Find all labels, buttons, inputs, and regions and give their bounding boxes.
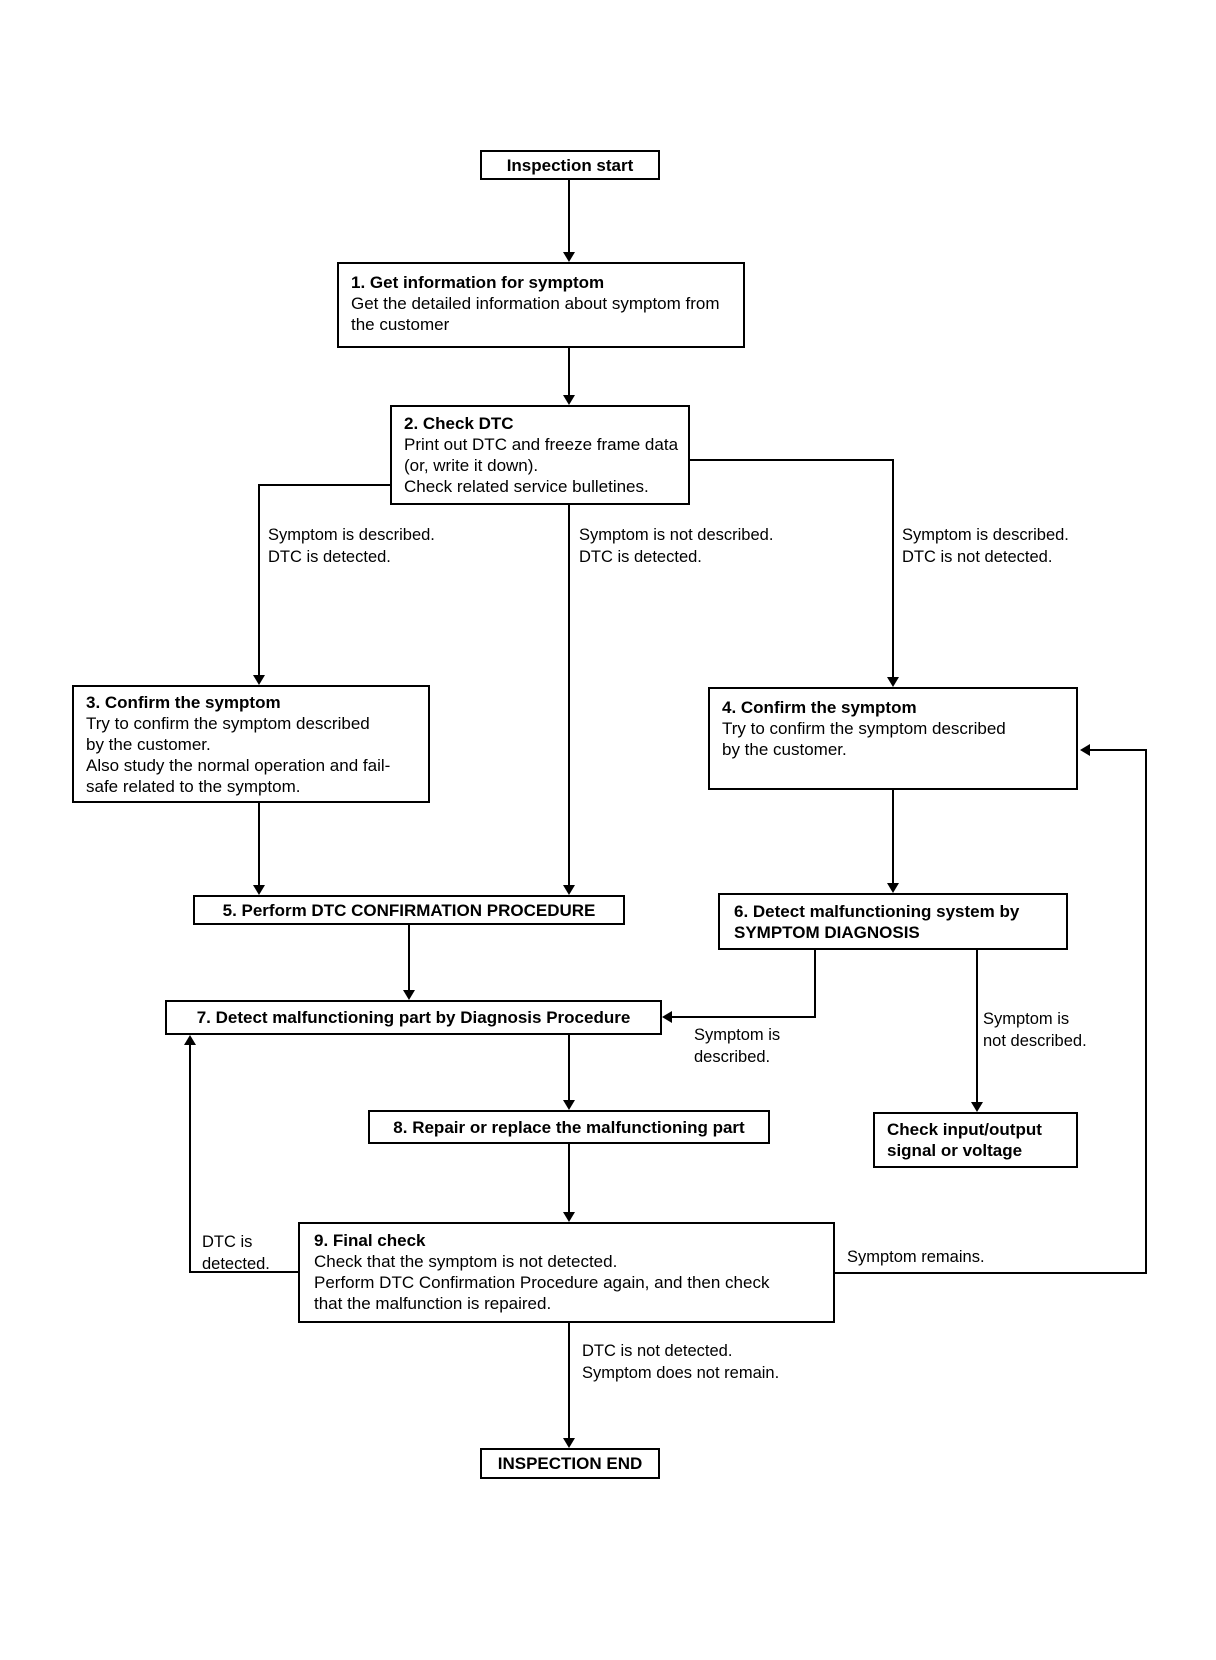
step1-title: 1. Get information for symptom [351, 273, 605, 292]
connector-step2-to-step5 [568, 505, 570, 887]
label-symptom-not-described-dtc-detected: Symptom is not described. DTC is detecte… [579, 526, 774, 566]
label-symptom-is-described: Symptom is described. [694, 1026, 781, 1066]
step4-title: 4. Confirm the symptom [722, 698, 917, 717]
node-step4-confirm-symptom: 4. Confirm the symptom Try to confirm th… [708, 687, 1078, 790]
node-step7-detect-part: 7. Detect malfunctioning part by Diagnos… [165, 1000, 662, 1035]
step3-content: 3. Confirm the symptom Try to confirm th… [74, 687, 428, 802]
node-step6-detect-system: 6. Detect malfunctioning system by SYMPT… [718, 893, 1068, 950]
connector-step7-to-step8 [568, 1035, 570, 1102]
step1-content: 1. Get information for symptom Get the d… [339, 264, 743, 343]
node-step9-final-check: 9. Final check Check that the symptom is… [298, 1222, 835, 1323]
arrowhead-into-step6 [887, 883, 899, 893]
step8-title: 8. Repair or replace the malfunctioning … [393, 1117, 745, 1137]
node-step5-dtc-confirmation: 5. Perform DTC CONFIRMATION PROCEDURE [193, 895, 625, 925]
step5-title: 5. Perform DTC CONFIRMATION PROCEDURE [222, 900, 596, 920]
step4-body: Try to confirm the symptom described by … [722, 719, 1006, 759]
arrowhead-into-step9 [563, 1212, 575, 1222]
step2-body: Print out DTC and freeze frame data (or,… [404, 435, 679, 496]
connector-step3-to-step5 [258, 803, 260, 887]
step9-body: Check that the symptom is not detected. … [314, 1252, 770, 1313]
arrowhead-into-step3 [253, 675, 265, 685]
node-step8-repair-replace: 8. Repair or replace the malfunctioning … [368, 1110, 770, 1144]
connector-step5-to-step7 [408, 925, 410, 992]
connector-step9-feedback-right-horizontal [835, 1272, 1147, 1274]
step6-content: 6. Detect malfunctioning system by SYMPT… [720, 895, 1066, 949]
arrowhead-into-step5-left [253, 885, 265, 895]
connector-step6-to-check-io [976, 950, 978, 1104]
connector-step1-to-step2 [568, 348, 570, 397]
step4-content: 4. Confirm the symptom Try to confirm th… [710, 689, 1076, 768]
arrowhead-into-end [563, 1438, 575, 1448]
arrowhead-into-step7-right [662, 1011, 672, 1023]
connector-step2-to-step4 [892, 459, 894, 679]
arrowhead-into-step1 [563, 252, 575, 262]
connector-feedback-into-step4-horizontal [1090, 749, 1147, 751]
connector-step2-to-step3 [258, 484, 260, 677]
arrowhead-into-step8 [563, 1100, 575, 1110]
connector-step2-right-horizontal [690, 459, 894, 461]
arrowhead-into-step7 [403, 990, 415, 1000]
arrowhead-into-step5-mid [563, 885, 575, 895]
check-io-content: Check input/output signal or voltage [875, 1114, 1076, 1166]
label-symptom-described-dtc-detected: Symptom is described. DTC is detected. [268, 526, 435, 566]
step6-title: 6. Detect malfunctioning system by SYMPT… [734, 902, 1020, 942]
label-symptom-remains: Symptom remains. [847, 1248, 985, 1266]
connector-step2-left-horizontal [258, 484, 390, 486]
connector-step9-feedback-left-vertical [189, 1044, 191, 1273]
step9-title: 9. Final check [314, 1231, 426, 1250]
check-io-title: Check input/output signal or voltage [887, 1120, 1042, 1160]
step1-body: Get the detailed information about sympt… [351, 294, 720, 334]
label-symptom-described-dtc-not-detected: Symptom is described. DTC is not detecte… [902, 526, 1069, 566]
arrowhead-into-step7-bottom [184, 1035, 196, 1045]
step3-title: 3. Confirm the symptom [86, 693, 281, 712]
step2-title: 2. Check DTC [404, 414, 514, 433]
connector-step9-feedback-left-horizontal [189, 1271, 298, 1273]
inspection-end-label: INSPECTION END [497, 1454, 643, 1473]
connector-step8-to-step9 [568, 1144, 570, 1214]
step7-title: 7. Detect malfunctioning part by Diagnos… [196, 1008, 631, 1027]
connector-step6-down-left-branch [814, 950, 816, 1018]
arrowhead-into-step4 [887, 677, 899, 687]
step2-content: 2. Check DTC Print out DTC and freeze fr… [392, 407, 688, 503]
node-inspection-end: INSPECTION END [480, 1448, 660, 1479]
connector-step6-to-step7-horizontal [672, 1016, 816, 1018]
node-step3-confirm-symptom: 3. Confirm the symptom Try to confirm th… [72, 685, 430, 803]
step3-body: Try to confirm the symptom described by … [86, 714, 391, 796]
node-step1-get-information: 1. Get information for symptom Get the d… [337, 262, 745, 348]
inspection-start-label: Inspection start [506, 155, 634, 175]
arrowhead-into-step4-right [1080, 744, 1090, 756]
label-dtc-not-detected-no-remain: DTC is not detected. Symptom does not re… [582, 1342, 780, 1382]
arrowhead-into-check-io [971, 1102, 983, 1112]
connector-step9-feedback-right-vertical [1145, 749, 1147, 1274]
label-symptom-is-not-described: Symptom is not described. [983, 1010, 1087, 1050]
connector-step4-to-step6 [892, 790, 894, 885]
node-check-io-signal: Check input/output signal or voltage [873, 1112, 1078, 1168]
label-dtc-is-detected: DTC is detected. [202, 1233, 270, 1273]
node-step2-check-dtc: 2. Check DTC Print out DTC and freeze fr… [390, 405, 690, 505]
connector-start-to-step1 [568, 180, 570, 254]
arrowhead-into-step2 [563, 395, 575, 405]
step9-content: 9. Final check Check that the symptom is… [300, 1224, 833, 1320]
connector-step9-to-end [568, 1323, 570, 1440]
node-inspection-start: Inspection start [480, 150, 660, 180]
